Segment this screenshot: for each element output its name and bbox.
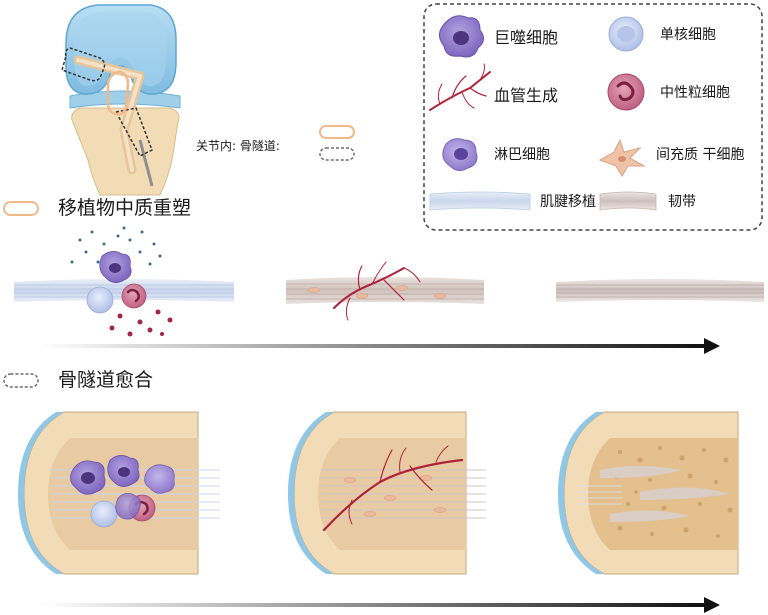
- time-arrow-1: [40, 338, 720, 354]
- intra-articular-swatch: [319, 125, 355, 139]
- legend-angiogenesis-label: 血管生成: [494, 86, 559, 105]
- vessel-icon: [429, 63, 491, 111]
- tunnel-swatch: [3, 373, 39, 388]
- monocyte-icon: [608, 16, 644, 52]
- remodeling-stage-1: [14, 226, 234, 337]
- tendon-graft-icon: [429, 191, 531, 211]
- legend-lymphocyte-label: 淋巴细胞: [494, 147, 550, 163]
- bone-tunnel-swatch: [319, 147, 355, 161]
- remodeling-heading: 移植物中质重塑: [58, 197, 192, 219]
- remodeling-stage-2: [286, 261, 484, 321]
- lymphocyte-icon: [442, 138, 478, 172]
- remodeling-swatch: [3, 201, 39, 216]
- legend-box: [423, 3, 763, 231]
- knee-legend-label: 关节内: 骨隧道:: [196, 139, 280, 153]
- time-arrow-2: [40, 597, 720, 613]
- legend-tendon-graft-label: 肌腱移植: [540, 194, 596, 210]
- macrophage-icon: [439, 15, 484, 58]
- neutrophil-icon: [607, 73, 645, 111]
- knee-illustration: [61, 4, 181, 196]
- tunnel-stage-3: [558, 411, 739, 575]
- legend-macrophage-label: 巨噬细胞: [494, 28, 559, 47]
- tunnel-healing-heading: 骨隧道愈合: [58, 369, 154, 391]
- legend-neutrophil-label: 中性粒细胞: [660, 85, 730, 101]
- legend-msc-label: 间充质 干细胞: [656, 147, 745, 163]
- msc-icon: [598, 138, 646, 177]
- legend-ligament-label: 韧带: [668, 194, 696, 210]
- tunnel-stage-2: [288, 411, 486, 575]
- tunnel-stage-1: [18, 411, 220, 575]
- ligament-icon: [599, 191, 657, 211]
- legend-monocyte-label: 单核细胞: [660, 27, 716, 43]
- remodeling-stage-3: [556, 279, 764, 302]
